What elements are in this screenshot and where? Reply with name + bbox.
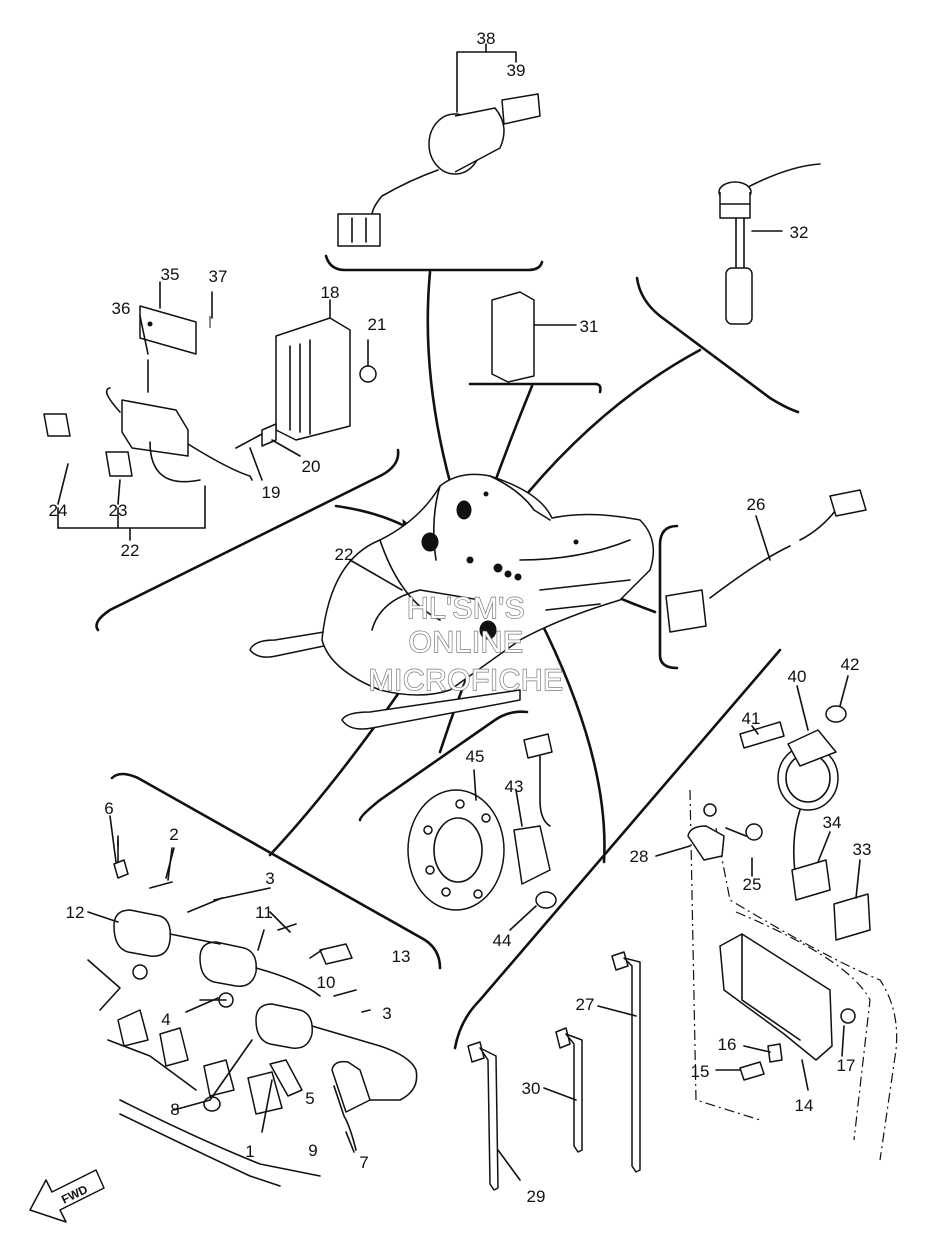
callout-14: 14 xyxy=(795,1096,814,1115)
callout-16: 16 xyxy=(718,1035,737,1054)
callout-42: 42 xyxy=(841,655,860,674)
parts-40-42 xyxy=(739,675,849,881)
callout-25: 25 xyxy=(743,875,762,894)
cable-bands xyxy=(467,951,641,1191)
callout-21: 21 xyxy=(368,315,387,334)
callout-13: 13 xyxy=(392,947,411,966)
watermark-line2: ONLINE xyxy=(409,626,524,659)
callout-41: 41 xyxy=(742,709,761,728)
callout-24: 24 xyxy=(49,501,68,520)
callout-15: 15 xyxy=(691,1062,710,1081)
callout-4: 4 xyxy=(161,1010,170,1029)
pickup-rotor xyxy=(407,733,557,931)
sensor-32 xyxy=(718,163,821,325)
callout-28: 28 xyxy=(630,847,649,866)
callout-35: 35 xyxy=(161,265,180,284)
section-frames xyxy=(95,254,800,1050)
callout-labels: 38 39 32 35 37 18 36 21 31 20 19 24 23 2… xyxy=(49,29,872,1206)
callout-45: 45 xyxy=(466,747,485,766)
watermark-line1: HL'SM'S xyxy=(407,592,525,625)
callout-3-a: 3 xyxy=(265,869,274,888)
callout-29: 29 xyxy=(527,1187,546,1206)
parts-33-34 xyxy=(791,831,871,941)
callout-8: 8 xyxy=(170,1100,179,1119)
callout-27: 27 xyxy=(576,995,595,1014)
callout-37: 37 xyxy=(209,267,228,286)
callout-17: 17 xyxy=(837,1056,856,1075)
watermark: HL'SM'S ONLINE MICROFICHE xyxy=(368,591,564,697)
callout-20: 20 xyxy=(302,457,321,476)
rectifier-18 xyxy=(235,299,377,481)
holder-31 xyxy=(491,291,577,383)
callout-3-b: 3 xyxy=(382,1004,391,1023)
callout-23: 23 xyxy=(109,501,128,520)
callout-40: 40 xyxy=(788,667,807,686)
callout-33: 33 xyxy=(853,840,872,859)
callout-38: 38 xyxy=(477,29,496,48)
callout-2: 2 xyxy=(169,825,178,844)
leader-lines xyxy=(57,463,403,1153)
callout-7: 7 xyxy=(359,1153,368,1172)
callout-39: 39 xyxy=(507,61,526,80)
main-switch-38 xyxy=(337,43,541,247)
cdi-unit-14 xyxy=(655,789,898,1161)
callout-9: 9 xyxy=(308,1141,317,1160)
callout-22-a: 22 xyxy=(121,541,140,560)
harness-26 xyxy=(665,489,867,633)
callout-12: 12 xyxy=(66,903,85,922)
relay-group xyxy=(43,281,253,541)
snowmobile-body xyxy=(249,473,655,730)
callout-1: 1 xyxy=(245,1142,254,1161)
callout-36: 36 xyxy=(112,299,131,318)
callout-6: 6 xyxy=(104,799,113,818)
callout-44: 44 xyxy=(493,931,512,950)
callout-26: 26 xyxy=(747,495,766,514)
callout-31: 31 xyxy=(580,317,599,336)
fwd-arrow-icon: FWD xyxy=(29,1169,105,1223)
callout-18: 18 xyxy=(321,283,340,302)
callout-32: 32 xyxy=(790,223,809,242)
watermark-line3: MICROFICHE xyxy=(369,664,564,697)
callout-11: 11 xyxy=(255,903,273,922)
ignition-coils xyxy=(87,835,418,1187)
callout-5: 5 xyxy=(305,1089,314,1108)
callout-43: 43 xyxy=(505,777,524,796)
callout-30: 30 xyxy=(522,1079,541,1098)
callout-10: 10 xyxy=(317,973,336,992)
callout-22-b: 22 xyxy=(335,545,354,564)
callout-19: 19 xyxy=(262,483,281,502)
callout-34: 34 xyxy=(823,813,842,832)
